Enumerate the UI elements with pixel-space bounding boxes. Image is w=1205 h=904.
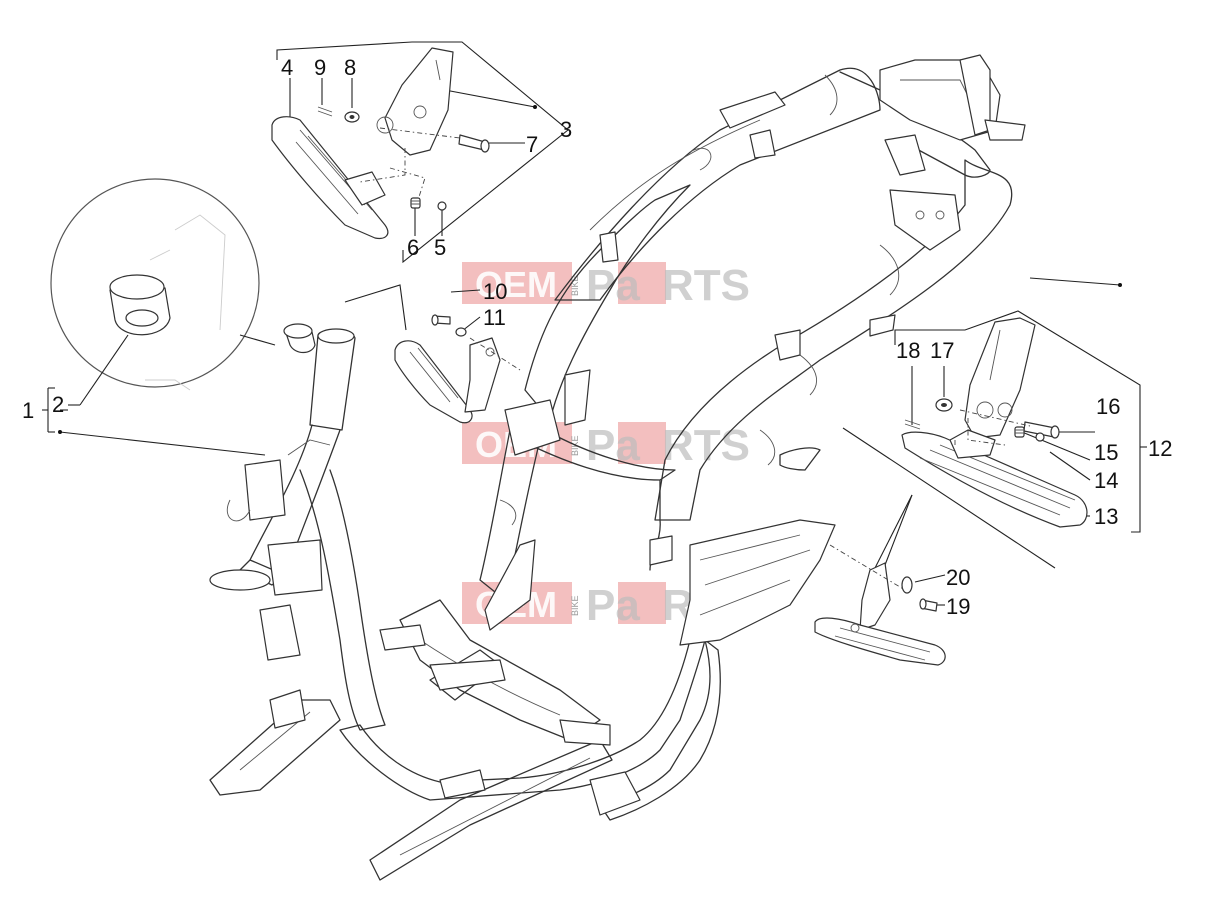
svg-text:Pa: Pa [586, 581, 640, 630]
callout-6: 6 [407, 235, 419, 260]
callout-17: 17 [930, 338, 954, 363]
right-passenger-footrest-assembly [894, 277, 1147, 533]
left-passenger-footrest-assembly [271, 41, 569, 264]
watermark-2: OEM BIKE Pa RTS [462, 421, 750, 470]
callout-14: 14 [1094, 468, 1118, 493]
svg-text:Pa: Pa [586, 421, 640, 470]
callout-11: 11 [483, 305, 506, 330]
svg-text:RTS: RTS [662, 261, 750, 310]
callout-13: 13 [1094, 504, 1118, 529]
callout-3: 3 [560, 117, 572, 142]
callout-labels: 1 2 3 4 5 6 7 8 9 10 11 12 13 14 15 16 1… [22, 55, 1172, 619]
right-footrest-small [814, 427, 1056, 666]
callout-15: 15 [1094, 440, 1118, 465]
callout-10: 10 [483, 279, 507, 304]
callout-20: 20 [946, 565, 970, 590]
callout-1: 1 [22, 398, 34, 423]
svg-text:RTS: RTS [662, 421, 750, 470]
callout-bracket-1-2 [42, 387, 266, 456]
callout-5: 5 [434, 235, 446, 260]
main-frame [209, 54, 1026, 881]
callout-16: 16 [1096, 394, 1120, 419]
left-footrest-small [344, 284, 521, 424]
steering-bushing-detail [50, 178, 316, 406]
callout-19: 19 [946, 594, 970, 619]
svg-text:OEM: OEM [475, 264, 557, 305]
callout-9: 9 [314, 55, 326, 80]
svg-text:BIKE: BIKE [570, 595, 580, 616]
callout-2: 2 [52, 392, 64, 417]
callout-4: 4 [281, 55, 293, 80]
callout-8: 8 [344, 55, 356, 80]
callout-18: 18 [896, 338, 920, 363]
svg-text:BIKE: BIKE [570, 435, 580, 456]
callout-12: 12 [1148, 436, 1172, 461]
svg-text:BIKE: BIKE [570, 275, 580, 296]
watermark-1: OEM BIKE Pa RTS [462, 261, 750, 310]
callout-7: 7 [526, 132, 538, 157]
